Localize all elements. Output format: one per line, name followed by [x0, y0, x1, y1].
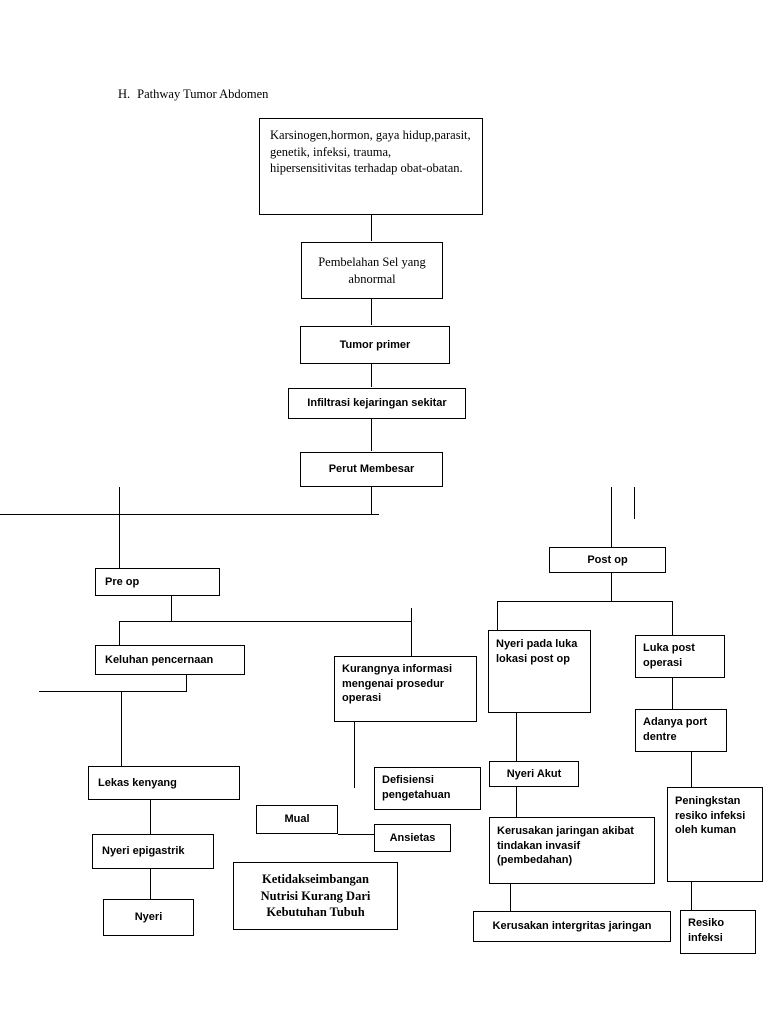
- node-tissue-damage: Kerusakan jaringan akibat tindakan invas…: [489, 817, 655, 884]
- node-epigastric-pain-label: Nyeri epigastrik: [102, 845, 185, 858]
- node-pain-at-wound: Nyeri pada luka lokasi post op: [488, 630, 591, 713]
- node-increased-infection-risk: Peningkstan resiko infeksi oleh kuman: [667, 787, 763, 882]
- connector-enlarged-abdomen-down: [371, 487, 372, 515]
- node-abnormal-cell-division-label: Pembelahan Sel yang abnormal: [318, 255, 426, 286]
- node-knowledge-deficit-label: Defisiensi pengetahuan: [382, 774, 451, 801]
- connector-postop-branch-vertical: [611, 487, 612, 557]
- node-acute-pain-label: Nyeri Akut: [506, 767, 562, 780]
- connector-epigastric-to-pain: [150, 869, 151, 899]
- page-title: H. Pathway Tumor Abdomen: [118, 87, 268, 102]
- node-anxiety-label: Ansietas: [389, 831, 436, 844]
- node-infection-risk: Resiko infeksi: [680, 910, 756, 954]
- node-pain-at-wound-label: Nyeri pada luka lokasi post op: [496, 638, 578, 665]
- node-tissue-integrity-damage: Kerusakan intergritas jaringan: [473, 911, 671, 942]
- connector-primary-tumor-to-infiltration: [371, 364, 372, 387]
- node-increased-infection-risk-label: Peningkstan resiko infeksi oleh kuman: [675, 795, 746, 837]
- connector-preop-distribution: [119, 621, 412, 622]
- node-abnormal-cell-division: Pembelahan Sel yang abnormal: [301, 242, 443, 299]
- node-post-op-label: Post op: [587, 553, 628, 566]
- node-post-op: Post op: [549, 547, 666, 573]
- connector-to-pain-at-wound: [497, 601, 498, 631]
- node-early-satiety-label: Lekas kenyang: [98, 776, 177, 789]
- connector-digestive-distribution: [39, 691, 187, 692]
- connector-increased-risk-to-infection-risk: [691, 882, 692, 910]
- connector-postop-distribution: [497, 601, 673, 602]
- node-post-op-wound: Luka post operasi: [635, 635, 725, 678]
- node-primary-tumor-label: Tumor primer: [339, 338, 411, 351]
- connector-tissue-damage-to-integrity: [510, 884, 511, 912]
- node-infiltration-label: Infiltrasi kejaringan sekitar: [307, 397, 447, 410]
- node-infiltration: Infiltrasi kejaringan sekitar: [288, 388, 466, 419]
- node-knowledge-deficit: Defisiensi pengetahuan: [374, 767, 481, 810]
- node-lack-of-information-label: Kurangnya informasi mengenai prosedur op…: [342, 663, 453, 705]
- node-anxiety: Ansietas: [374, 824, 451, 852]
- node-pain-label: Nyeri: [134, 911, 163, 924]
- connector-to-post-op-wound: [672, 601, 673, 635]
- connector-to-early-satiety: [121, 691, 122, 767]
- node-causes: Karsinogen,hormon, gaya hidup,parasit, g…: [259, 118, 483, 215]
- connector-to-lack-of-information: [411, 608, 412, 656]
- node-nausea: Mual: [256, 805, 338, 834]
- connector-digestive-down: [186, 674, 187, 692]
- connector-early-satiety-to-epigastric: [150, 800, 151, 834]
- node-nutritional-imbalance: Ketidakseimbangan Nutrisi Kurang Dari Ke…: [233, 862, 398, 930]
- node-post-op-wound-label: Luka post operasi: [643, 642, 695, 669]
- node-causes-label: Karsinogen,hormon, gaya hidup,parasit, g…: [270, 128, 471, 175]
- connector-to-preop-box: [119, 542, 120, 568]
- node-primary-tumor: Tumor primer: [300, 326, 450, 364]
- node-pain: Nyeri: [103, 899, 194, 936]
- connector-causes-to-division: [371, 214, 372, 241]
- node-nutritional-imbalance-label: Ketidakseimbangan Nutrisi Kurang Dari Ke…: [260, 872, 371, 920]
- node-pre-op: Pre op: [95, 568, 220, 596]
- node-tissue-damage-label: Kerusakan jaringan akibat tindakan invas…: [497, 825, 634, 867]
- connector-split-left: [0, 514, 379, 515]
- connector-infiltration-to-enlarged-abdomen: [371, 419, 372, 451]
- node-pre-op-label: Pre op: [105, 575, 140, 588]
- node-enlarged-abdomen-label: Perut Membesar: [328, 463, 415, 476]
- connector-to-digestive-complaints: [119, 621, 120, 646]
- connector-acute-pain-to-tissue-damage: [516, 787, 517, 817]
- node-lack-of-information: Kurangnya informasi mengenai prosedur op…: [334, 656, 477, 722]
- node-early-satiety: Lekas kenyang: [88, 766, 240, 800]
- page-title-letter: H.: [118, 87, 131, 101]
- connector-drain-to-infection-risk: [691, 752, 692, 787]
- connector-information-to-knowledge-deficit: [354, 722, 355, 788]
- connector-postop-branch-vertical-2: [634, 487, 635, 519]
- node-acute-pain: Nyeri Akut: [489, 761, 579, 787]
- node-tissue-integrity-damage-label: Kerusakan intergritas jaringan: [492, 920, 652, 933]
- node-drain-presence: Adanya port dentre: [635, 709, 727, 752]
- connector-wound-pain-to-acute-pain: [516, 713, 517, 761]
- connector-wound-to-drain: [672, 678, 673, 709]
- connector-preop-down: [171, 595, 172, 622]
- node-drain-presence-label: Adanya port dentre: [643, 716, 708, 743]
- node-infection-risk-label: Resiko infeksi: [688, 917, 725, 944]
- node-nausea-label: Mual: [284, 813, 310, 826]
- page-title-text: Pathway Tumor Abdomen: [137, 87, 269, 101]
- node-enlarged-abdomen: Perut Membesar: [300, 452, 443, 487]
- connector-division-to-primary-tumor: [371, 299, 372, 325]
- connector-preop-branch-vertical: [119, 487, 120, 542]
- node-digestive-complaints: Keluhan pencernaan: [95, 645, 245, 675]
- connector-nausea-to-anxiety: [338, 834, 375, 835]
- node-epigastric-pain: Nyeri epigastrik: [92, 834, 214, 869]
- node-digestive-complaints-label: Keluhan pencernaan: [105, 653, 214, 666]
- connector-postop-down: [611, 572, 612, 602]
